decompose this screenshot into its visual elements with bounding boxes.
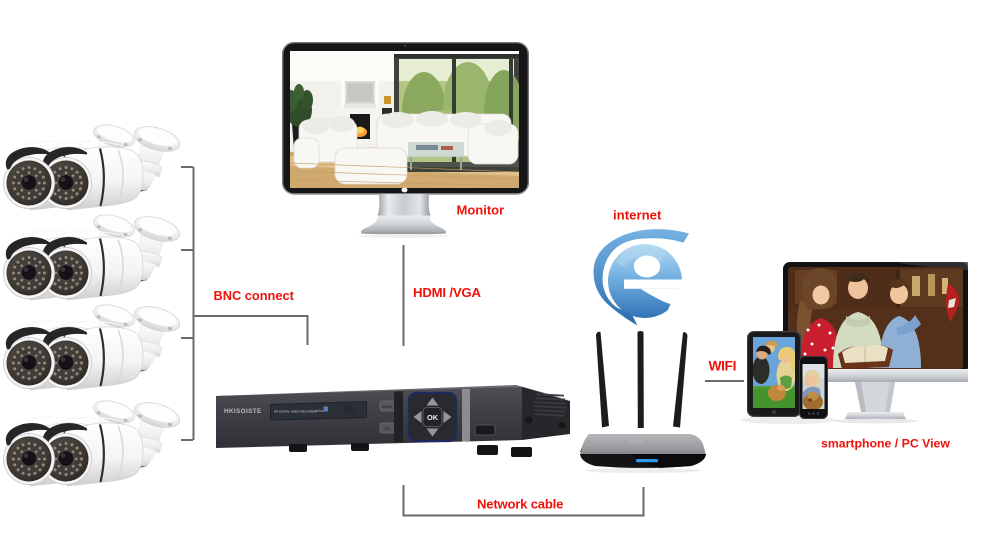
svg-text:OK: OK: [427, 413, 439, 422]
svg-text:BNC connect: BNC connect: [214, 288, 295, 303]
svg-text:ESC: ESC: [384, 427, 392, 431]
svg-text:MENU: MENU: [382, 405, 393, 409]
svg-text:tp-link: tp-link: [630, 439, 644, 445]
svg-text:smartphone / PC View: smartphone / PC View: [821, 437, 950, 451]
svg-text:HDMI /VGA: HDMI /VGA: [413, 285, 481, 300]
svg-text:HKISOISTE: HKISOISTE: [224, 408, 262, 415]
svg-text:Monitor: Monitor: [457, 203, 505, 218]
svg-text:WIFI: WIFI: [709, 359, 737, 374]
svg-text:POWER: POWER: [316, 410, 325, 413]
svg-text:Network cable: Network cable: [477, 497, 563, 512]
svg-text:internet: internet: [613, 208, 662, 223]
svg-text:HD DIGITAL VIDEO RECORDER: HD DIGITAL VIDEO RECORDER: [274, 410, 317, 414]
